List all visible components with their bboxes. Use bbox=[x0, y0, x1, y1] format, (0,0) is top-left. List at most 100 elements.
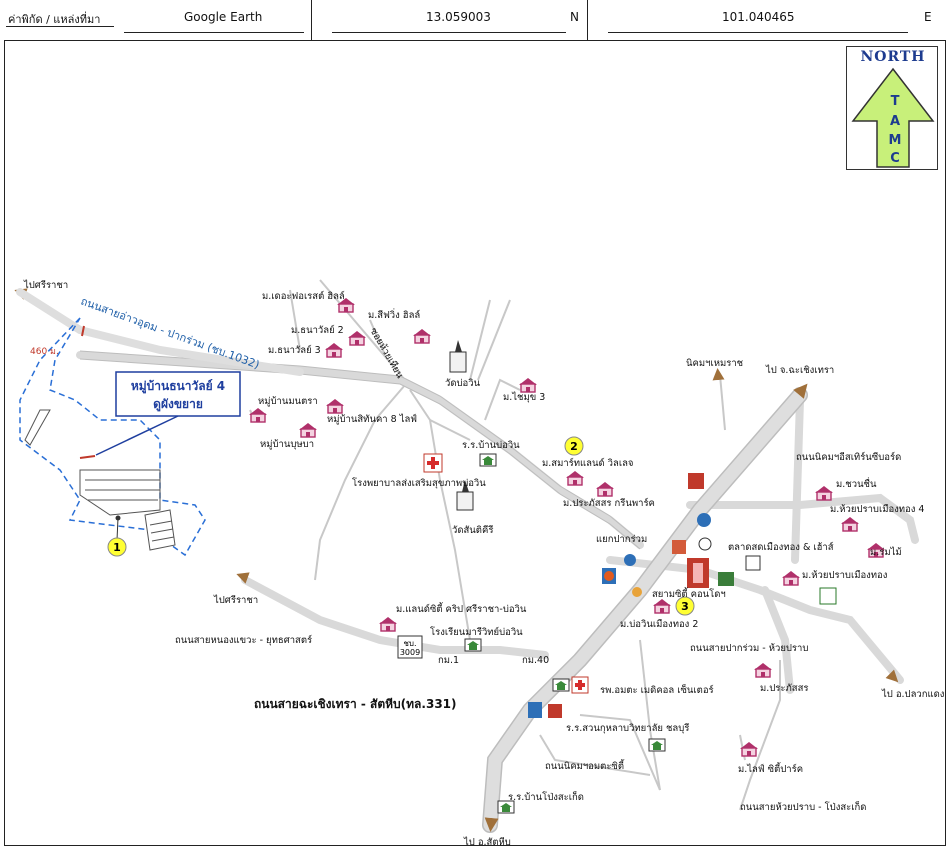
place-label: ม.ธนาวัลย์ 3 bbox=[268, 344, 321, 356]
underline bbox=[6, 26, 114, 27]
compass-arrow-icon: T A M C bbox=[851, 67, 935, 168]
place-label: ม.เดอะฟอเรสต์ ฮิลล์ bbox=[262, 290, 345, 302]
marker-1[interactable]: 1 bbox=[107, 537, 127, 557]
to-sattahip-label: ไป อ.สัตหีบ bbox=[463, 836, 511, 848]
school-icon bbox=[648, 738, 666, 752]
place-label: ม.ไชมุข 3 bbox=[503, 391, 545, 403]
project-boundary bbox=[19, 317, 206, 557]
to-sriracha-mid-label: ไปศรีราชา bbox=[213, 594, 258, 606]
school-icon bbox=[464, 638, 482, 652]
coord-source: Google Earth bbox=[184, 10, 263, 24]
house-icon bbox=[298, 422, 318, 438]
latitude-value: 13.059003 bbox=[426, 10, 491, 24]
place-labels: ม.เดอะฟอเรสต์ ฮิลล์ ม.ธนาวัลย์ 2 ม.ธนาวั… bbox=[258, 290, 924, 803]
house-icon bbox=[595, 481, 615, 497]
house-icon bbox=[753, 662, 773, 678]
header-cell-longitude: 101.040465 E bbox=[588, 0, 950, 40]
place-label: ม.แลนด์ซิตี้ คริป ศรีราชา-บ่อวิน bbox=[396, 602, 527, 615]
distance-label: 460 ม. bbox=[30, 347, 59, 357]
underline bbox=[124, 32, 304, 33]
highway-331 bbox=[482, 387, 808, 833]
place-label: วัดบ่อวิน bbox=[445, 378, 481, 389]
place-label: สยามซิตี้ คอนโดฯ bbox=[652, 587, 726, 600]
arrow-icon bbox=[711, 367, 725, 381]
place-label: ม.ประภัสสร bbox=[760, 683, 808, 694]
marker-2[interactable]: 2 bbox=[564, 436, 584, 456]
north-compass: NORTH T A M C bbox=[846, 46, 938, 170]
place-label: โรงเรียนมารีวิทย์บ่อวิน bbox=[430, 626, 523, 638]
landmark-icons bbox=[528, 473, 837, 718]
school-icon bbox=[552, 678, 570, 692]
svg-text:3: 3 bbox=[681, 600, 689, 613]
km40-label: กม.40 bbox=[522, 655, 549, 666]
longitude-dir: E bbox=[924, 10, 932, 24]
pakruam-road-label: ถนนสายปากร่วม - ห้วยปราบ bbox=[690, 643, 808, 654]
project-title: หมู่บ้านธนาวัลย์ 4 bbox=[131, 379, 225, 394]
place-label: ม.ชวนชื่น bbox=[836, 477, 877, 490]
place-label: วัดสันติคีรี bbox=[452, 524, 493, 536]
place-label: ร.ร.บ้านบ่อวิน bbox=[462, 440, 520, 451]
place-label: ร.ร.บ้านโป่งสะเก็ด bbox=[508, 790, 584, 803]
place-label: หมู่บ้านบุษบา bbox=[260, 439, 314, 450]
site-marker bbox=[79, 455, 96, 459]
svg-text:1: 1 bbox=[113, 541, 121, 554]
project-subtitle: ดูผังขยาย bbox=[153, 397, 203, 412]
house-icon bbox=[781, 570, 801, 586]
place-label: ม.สีฟวิ่ง ฮิลล์ bbox=[368, 308, 420, 321]
temple-icon bbox=[456, 480, 474, 511]
map-frame bbox=[4, 40, 946, 846]
road-shield-3009: ชบ. 3009 bbox=[397, 635, 423, 659]
marker-dot bbox=[115, 515, 121, 521]
road-1032 bbox=[16, 288, 304, 376]
place-label: ร.ร.สวนกุหลาบวิทยาลัย ชลบุรี bbox=[566, 722, 689, 734]
house-icon bbox=[412, 328, 432, 344]
header-cell-latitude: 13.059003 N bbox=[312, 0, 588, 40]
coordinate-header: ค่าพิกัด / แหล่งที่มา Google Earth 13.05… bbox=[0, 0, 950, 40]
place-label: ม.ธนาวัลย์ 2 bbox=[291, 324, 344, 336]
place-label: หมู่บ้านสิทันคา 8 ไลฟ์ bbox=[327, 413, 417, 425]
place-label: ม.ประภัสสร กรีนพาร์ค bbox=[563, 497, 655, 509]
compass-letter: C bbox=[890, 151, 900, 166]
marker-3[interactable]: 3 bbox=[675, 596, 695, 616]
highway-331-label: ถนนสายฉะเชิงเทรา - สัตหีบ(ทล.331) bbox=[254, 697, 457, 711]
house-icon bbox=[652, 598, 672, 614]
soi-huaikhian-label: ซอยห้วยเทียน bbox=[367, 326, 406, 381]
compass-north-label: NORTH bbox=[860, 49, 926, 65]
pakruam-junction-label: แยกปากร่วม bbox=[596, 534, 647, 545]
place-label: ม.บ่อวินเมืองทอง 2 bbox=[620, 619, 698, 630]
temple-icon bbox=[449, 340, 467, 373]
house-icon bbox=[347, 330, 367, 346]
place-label: ม.ห้วยปราบเมืองทอง 4 bbox=[830, 504, 924, 515]
distance-marker bbox=[81, 325, 85, 337]
house-icon bbox=[378, 616, 398, 632]
svg-text:ชบ.: ชบ. bbox=[403, 639, 416, 648]
place-label: หมู่บ้านมนตรา bbox=[258, 396, 318, 407]
svg-text:2: 2 bbox=[570, 440, 578, 453]
km1-label: กม.1 bbox=[438, 655, 459, 666]
hospital-icon bbox=[423, 453, 443, 473]
place-label: ม.ร่มไม้ bbox=[870, 546, 902, 558]
to-sriracha-top-label: ไปศรีราชา bbox=[23, 279, 68, 291]
house-icon bbox=[518, 377, 538, 393]
coord-label: ค่าพิกัด / แหล่งที่มา bbox=[8, 13, 101, 26]
secondary-road-edges bbox=[79, 350, 641, 550]
house-icon bbox=[840, 516, 860, 532]
school-icon bbox=[479, 453, 497, 467]
svg-text:3009: 3009 bbox=[400, 648, 420, 657]
house-icon bbox=[325, 398, 345, 414]
compass-letter: M bbox=[889, 133, 902, 148]
place-label: ตลาดสดเมืองทอง & เฮ้าส์ bbox=[728, 541, 834, 553]
house-icon bbox=[248, 407, 268, 423]
amata-road-label: ถนนนิคมฯอมตะซิตี้ bbox=[545, 759, 625, 772]
place-label: ม.ห้วยปราบเมืองทอง bbox=[802, 570, 887, 581]
nongkhaeng-road-label: ถนนสายหนองแขวะ - ยุทธศาสตร์ bbox=[175, 634, 312, 646]
hemaraj-label: นิคมฯเหมราช bbox=[686, 358, 744, 369]
marker-leader bbox=[116, 517, 119, 541]
place-label: รพ.อมตะ เมดิคอล เซ็นเตอร์ bbox=[600, 683, 714, 696]
to-pluakdaeng-label: ไป อ.ปลวกแดง bbox=[881, 688, 944, 700]
house-icon bbox=[324, 342, 344, 358]
minor-roads bbox=[249, 279, 781, 811]
hospital-icon bbox=[571, 676, 589, 694]
underline bbox=[332, 32, 566, 33]
